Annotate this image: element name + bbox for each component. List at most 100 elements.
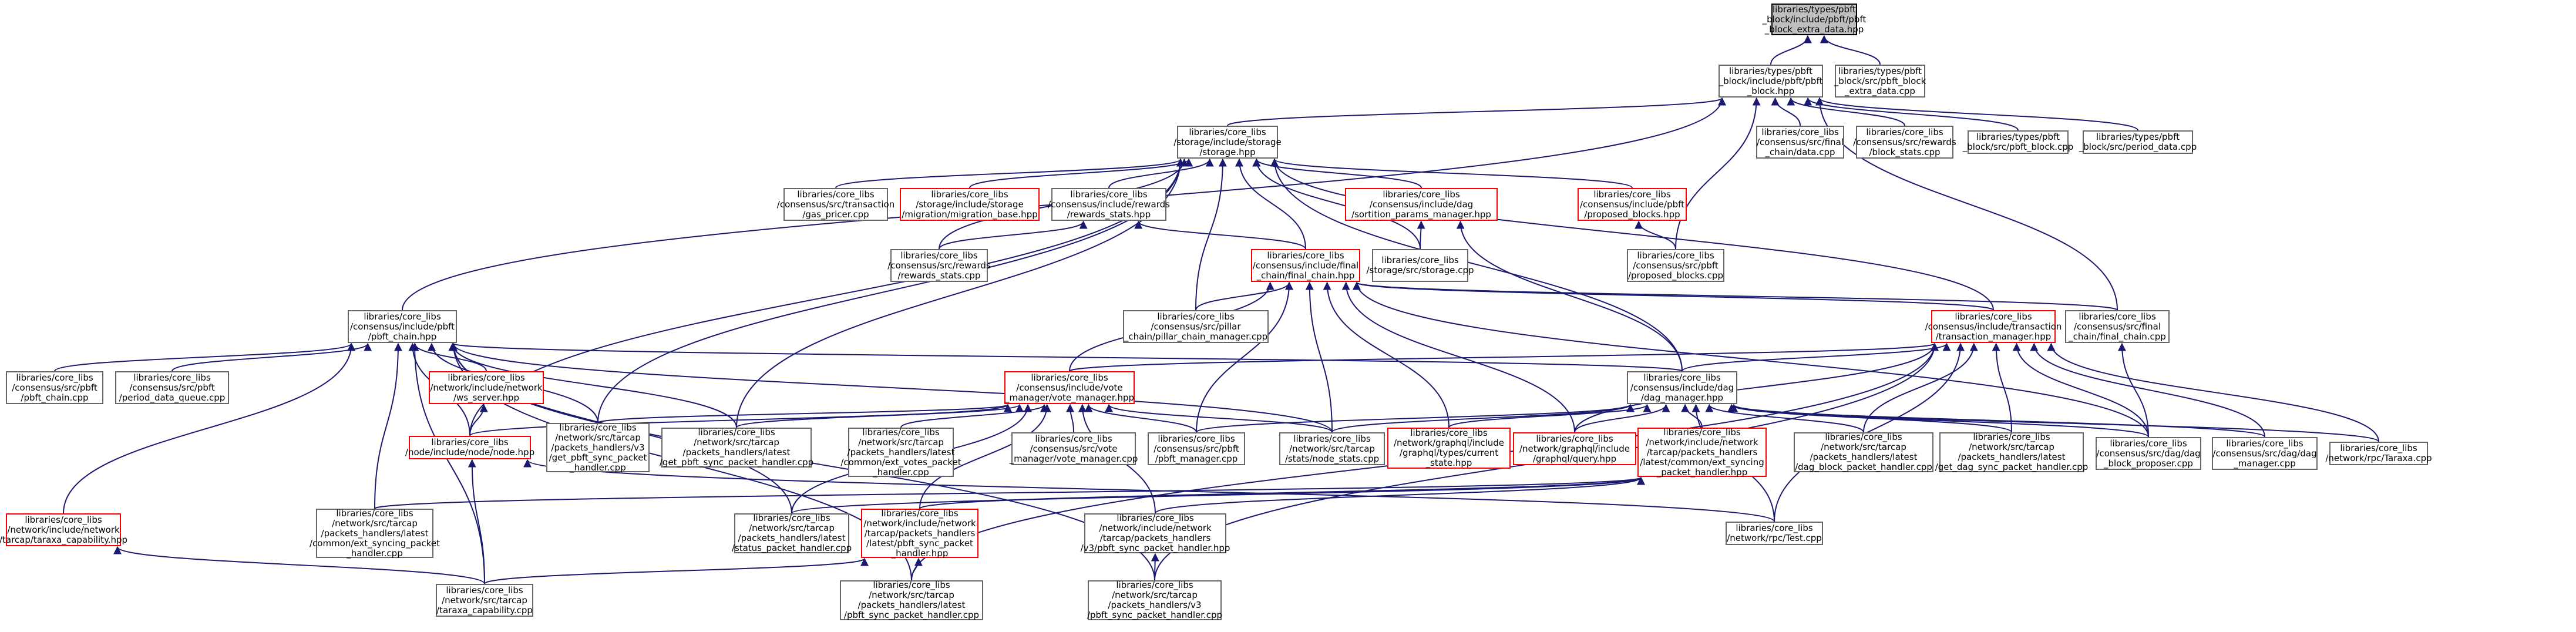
node-storage-cpp[interactable]: libraries/core_libs/storage/src/storage.… (1366, 249, 1474, 282)
node-ext-syncing-cpp[interactable]: libraries/core_libs/network/src/tarcap/p… (310, 508, 440, 559)
edge-ws_server-to-pbft_chain_hpp (411, 342, 487, 372)
node-label-line: libraries/core_libs (931, 189, 1008, 200)
node-period-data-queue[interactable]: libraries/core_libs/consensus/src/pbft/p… (115, 371, 229, 404)
node-test-cpp[interactable]: libraries/core_libs/network/rpc/Test.cpp (1726, 522, 1823, 545)
node-label-line: /packets_handlers/latest (738, 533, 846, 543)
node-ws-server[interactable]: libraries/core_libs/network/include/netw… (429, 371, 544, 404)
node-label-line: /consensus/src/pbft (1154, 443, 1239, 454)
node-get-dag-sync[interactable]: libraries/core_libs/network/src/tarcap/p… (1935, 432, 2088, 472)
node-label-line: _chain/pillar_chain_manager.cpp (1124, 331, 1268, 342)
node-rewards-block-stats[interactable]: libraries/core_libs/consensus/src/reward… (1853, 126, 1956, 159)
edge-taraxa_capability_hpp-to-pbft_chain_hpp (63, 342, 356, 514)
node-label-line: /sortition_params_manager.hpp (1351, 209, 1491, 220)
node-v3-pbft-sync-hpp[interactable]: libraries/core_libs/network/include/netw… (1081, 513, 1230, 553)
node-label-line: libraries/core_libs (2110, 438, 2187, 449)
node-label-line: /network/graphql/include (1393, 438, 1505, 448)
node-graphql-types-current[interactable]: libraries/core_libs/network/graphql/incl… (1387, 428, 1511, 469)
node-label-line: libraries/core_libs (1158, 433, 1235, 444)
edge-dag_manager_cpp-to-transaction_manager_hpp (2030, 342, 2265, 438)
node-label-line: /consensus/src/final (1757, 136, 1844, 147)
node-status-packet[interactable]: libraries/core_libs/network/src/tarcap/p… (732, 513, 852, 553)
node-label-line: /dag_manager.hpp (1640, 392, 1724, 403)
node-period-data-cpp[interactable]: libraries/types/pbft_block/src/period_da… (2079, 130, 2197, 154)
edge-pillar_chain_manager-to-storage_hpp (1195, 158, 1227, 311)
node-dag-manager-hpp[interactable]: libraries/core_libs/consensus/include/da… (1627, 371, 1737, 404)
node-ext-syncing-hpp[interactable]: libraries/core_libs/network/include/netw… (1637, 427, 1767, 477)
node-label-line: /v3/pbft_sync_packet_handler.hpp (1080, 543, 1230, 553)
node-sortition-params[interactable]: libraries/core_libs/consensus/include/da… (1345, 188, 1498, 221)
node-label-line: libraries/core_libs (431, 437, 509, 448)
node-label-line: _block/include/pbft/pbft (1719, 75, 1823, 86)
node-dag-block-proposer[interactable]: libraries/core_libs/consensus/src/dag/da… (2096, 437, 2201, 470)
node-pbft-manager-cpp[interactable]: libraries/core_libs/consensus/src/pbft/p… (1148, 432, 1245, 465)
node-migration-base[interactable]: libraries/core_libs/storage/include/stor… (900, 188, 1040, 221)
node-root: libraries/types/pbft_block/include/pbft/… (1763, 4, 1866, 35)
node-label-line: /rewards_stats.cpp (897, 270, 981, 281)
edge-v3_get_pbft_sync-to-vote_manager_hpp (597, 404, 1012, 423)
node-vote-manager-hpp[interactable]: libraries/core_libs/consensus/include/vo… (1004, 371, 1135, 404)
node-node-hpp[interactable]: libraries/core_libs/node/include/node/no… (405, 436, 534, 459)
node-extra-cpp[interactable]: libraries/types/pbft_block/src/pbft_bloc… (1834, 65, 1926, 98)
edge-ext_syncing_cpp-to-ext_syncing_hpp (374, 476, 1645, 509)
edge-vote_manager_hpp-to-transaction_manager_hpp (1069, 342, 1939, 372)
node-label-line: /network/src/tarcap (749, 523, 835, 533)
node-label-line: libraries/core_libs (446, 584, 523, 596)
edge-dag_manager_hpp-to-pbft_chain_hpp (450, 342, 1683, 372)
node-pbft-sync-packet-hpp[interactable]: libraries/core_libs/network/include/netw… (861, 508, 978, 558)
node-dag-block-packet[interactable]: libraries/core_libs/network/src/tarcap/p… (1794, 432, 1933, 472)
node-storage-hpp[interactable]: libraries/core_libs/storage/include/stor… (1173, 126, 1282, 159)
edge-gas_pricer-to-storage_hpp (835, 158, 1185, 189)
node-proposed-blocks-cpp[interactable]: libraries/core_libs/consensus/src/pbft/p… (1627, 249, 1724, 282)
node-final-chain-data[interactable]: libraries/core_libs/consensus/src/final_… (1756, 126, 1844, 159)
edge-storage_cpp-to-sortition_params (1417, 220, 1425, 250)
node-label-line: libraries/core_libs (797, 189, 875, 200)
node-v3-pbft-sync-cpp[interactable]: libraries/core_libs/network/src/tarcap/p… (1087, 580, 1222, 620)
node-taraxa-capability-hpp[interactable]: libraries/core_libs/network/include/netw… (0, 513, 127, 546)
node-final-chain-hpp[interactable]: libraries/core_libs/consensus/include/fi… (1251, 249, 1360, 282)
node-pbft-block-hpp[interactable]: libraries/types/pbft_block/include/pbft/… (1719, 65, 1823, 98)
node-pbft-chain-hpp[interactable]: libraries/core_libs/consensus/include/pb… (348, 310, 457, 343)
node-pillar-chain-manager[interactable]: libraries/core_libs/consensus/src/pillar… (1123, 310, 1269, 343)
edge-ext_syncing_hpp-to-dag_manager_hpp (1681, 404, 1703, 428)
node-label-line: /storage.hpp (1199, 146, 1256, 157)
node-latest-pbft-sync-cpp[interactable]: libraries/core_libs/network/src/tarcap/p… (840, 580, 983, 620)
node-label-line: /network/src/tarcap (1112, 590, 1198, 600)
node-latest-get-pbft-sync[interactable]: libraries/core_libs/network/src/tarcap/p… (660, 428, 813, 468)
edge-migration_base-to-storage_hpp (969, 158, 1193, 189)
node-label-line: /rewards_stats.hpp (1067, 209, 1151, 220)
edge-ext_votes_packet-to-vote_manager_hpp (900, 404, 1048, 428)
node-label-line: /tarcap/taraxa_capability.hpp (0, 534, 128, 545)
node-graphql-query[interactable]: libraries/core_libs/network/graphql/incl… (1513, 432, 1636, 465)
node-label-line: _handler.cpp (347, 547, 403, 559)
node-ext-votes-packet[interactable]: libraries/core_libs/network/src/tarcap/p… (840, 427, 961, 478)
node-vote-manager-cpp[interactable]: libraries/core_libs/consensus/src/vote_m… (1010, 432, 1138, 465)
node-label-line: /tarcap/packets_handlers (1099, 533, 1211, 543)
node-label-line: libraries/core_libs (1157, 311, 1235, 322)
node-rewards-stats-hpp[interactable]: libraries/core_libs/consensus/include/re… (1048, 188, 1170, 221)
node-pbft-chain-cpp[interactable]: libraries/core_libs/consensus/src/pbft/p… (6, 371, 103, 404)
node-taraxa-capability-cpp[interactable]: libraries/core_libs/network/src/tarcap/t… (436, 584, 533, 617)
node-gas-pricer[interactable]: libraries/core_libs/consensus/src/transa… (777, 188, 894, 221)
node-label-line: libraries/core_libs (1267, 250, 1344, 261)
node-label-line: /network/include/network (7, 524, 120, 535)
edge-rewards_stats_hpp-to-storage_hpp (1108, 158, 1214, 189)
node-final-chain-cpp[interactable]: libraries/core_libs/consensus/src/final_… (2065, 310, 2170, 343)
node-label-line: _handler.cpp (873, 466, 929, 478)
node-proposed-blocks-hpp[interactable]: libraries/core_libs/consensus/include/pb… (1578, 188, 1687, 221)
node-transaction-manager-hpp[interactable]: libraries/core_libs/consensus/include/tr… (1925, 310, 2062, 343)
node-rewards-stats-cpp[interactable]: libraries/core_libs/consensus/src/reward… (887, 249, 991, 282)
node-label-line: libraries/core_libs (1955, 311, 2032, 322)
node-label-line: _chain/final_chain.hpp (1256, 270, 1355, 281)
node-label-line: _block/src/pbft_block (1834, 75, 1926, 86)
node-label-line: /consensus/src/rewards (1853, 136, 1956, 147)
node-v3-get-pbft-sync[interactable]: libraries/core_libs/network/src/tarcap/p… (546, 422, 650, 472)
node-label-line: /pbft_manager.cpp (1155, 453, 1238, 464)
node-label-line: libraries/core_libs (448, 372, 525, 383)
node-node-stats[interactable]: libraries/core_libs/network/src/tarcap/s… (1279, 432, 1385, 465)
node-label-line: libraries/core_libs (1116, 580, 1193, 590)
node-taraxa-cpp[interactable]: libraries/core_libs/network/rpc/Taraxa.c… (2325, 442, 2432, 465)
node-dag-manager-cpp[interactable]: libraries/core_libs/consensus/src/dag/da… (2212, 437, 2318, 470)
node-label-line: /proposed_blocks.hpp (1584, 209, 1680, 220)
edge-period_data_queue-to-pbft_chain_hpp (171, 342, 372, 372)
node-pbft-block-cpp[interactable]: libraries/types/pbft_block/src/pbft_bloc… (1963, 130, 2073, 154)
